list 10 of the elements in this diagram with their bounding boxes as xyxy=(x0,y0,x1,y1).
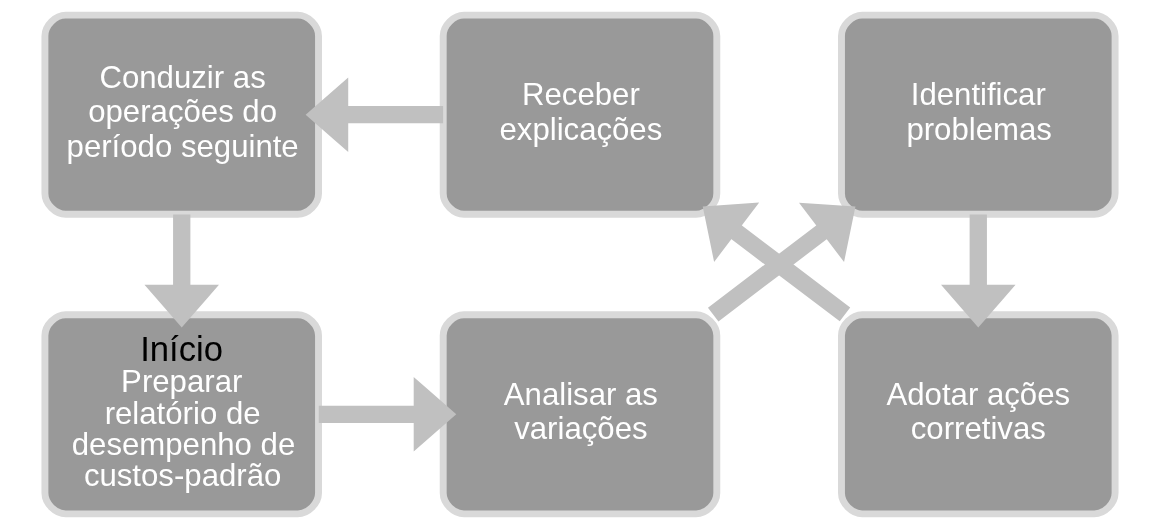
node-box: Adotar ações corretivas xyxy=(838,311,1119,518)
arrow xyxy=(941,214,1016,328)
arrow xyxy=(318,377,457,452)
arrow xyxy=(305,77,444,152)
arrow xyxy=(144,214,219,328)
node-box: Identificar problemas xyxy=(838,11,1119,218)
node-box: Início Preparar relatório de desempenho de custos-padrão xyxy=(41,311,322,518)
node-box: Conduzir as operações do período seguinte xyxy=(41,11,322,218)
node-box: Receber explicações xyxy=(439,11,721,218)
node-box: Analisar as variações xyxy=(439,311,721,518)
